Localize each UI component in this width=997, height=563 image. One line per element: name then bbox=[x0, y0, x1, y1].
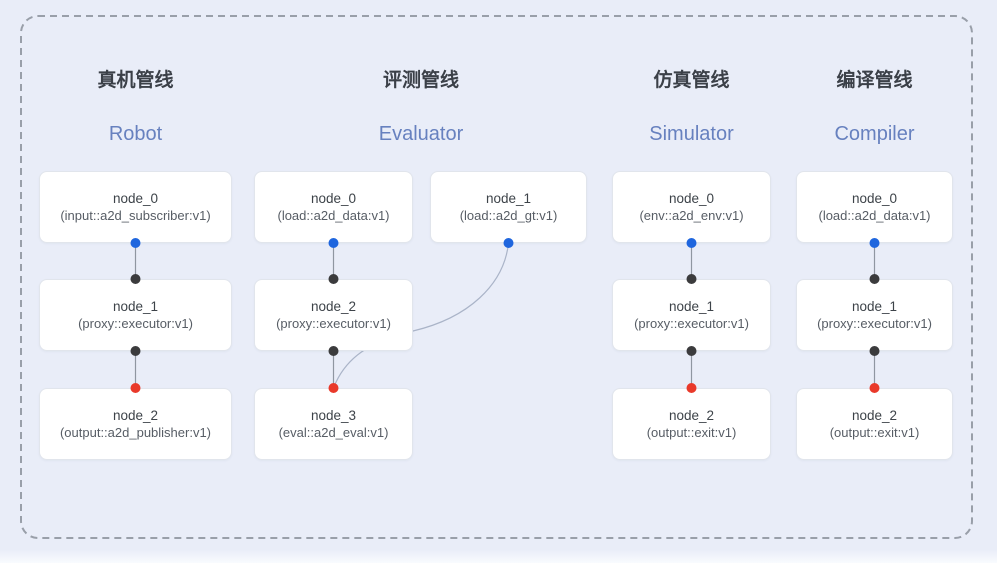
node-name: node_2 bbox=[851, 407, 898, 423]
node-box-simulator-node2: node_2 (output::exit:v1) bbox=[612, 388, 771, 460]
node-name: node_2 bbox=[310, 298, 357, 314]
node-type: (proxy::executor:v1) bbox=[634, 316, 749, 332]
node-type: (load::a2d_data:v1) bbox=[277, 208, 390, 224]
pipeline-title-en-compiler: Compiler bbox=[834, 123, 915, 145]
node-type: (eval::a2d_eval:v1) bbox=[278, 425, 389, 441]
pipeline-title-en-simulator: Simulator bbox=[649, 123, 734, 145]
node-type: (output::a2d_publisher:v1) bbox=[59, 425, 212, 441]
node-type: (proxy::executor:v1) bbox=[817, 316, 932, 332]
node-name: node_1 bbox=[851, 298, 898, 314]
node-name: node_0 bbox=[851, 190, 898, 206]
node-type: (input::a2d_subscriber:v1) bbox=[60, 208, 211, 224]
node-box-simulator-node1: node_1 (proxy::executor:v1) bbox=[612, 279, 771, 351]
node-box-evaluator-node0: node_0 (load::a2d_data:v1) bbox=[254, 171, 413, 243]
node-name: node_0 bbox=[112, 190, 159, 206]
pipeline-title-en-evaluator: Evaluator bbox=[378, 123, 464, 145]
edge-evaluator-1-3-curve bbox=[332, 242, 510, 389]
node-type: (proxy::executor:v1) bbox=[276, 316, 391, 332]
node-name: node_1 bbox=[485, 190, 532, 206]
node-name: node_0 bbox=[310, 190, 357, 206]
node-type: (proxy::executor:v1) bbox=[78, 316, 193, 332]
node-type: (load::a2d_gt:v1) bbox=[459, 208, 558, 224]
node-box-evaluator-node3: node_3 (eval::a2d_eval:v1) bbox=[254, 388, 413, 460]
pipeline-title-zh-evaluator: 评测管线 bbox=[382, 70, 460, 91]
node-name: node_1 bbox=[668, 298, 715, 314]
pipeline-title-en-robot: Robot bbox=[108, 123, 163, 145]
node-name: node_3 bbox=[310, 407, 357, 423]
node-type: (load::a2d_data:v1) bbox=[818, 208, 931, 224]
node-box-compiler-node1: node_1 (proxy::executor:v1) bbox=[796, 279, 953, 351]
node-box-robot-node0: node_0 (input::a2d_subscriber:v1) bbox=[39, 171, 232, 243]
node-name: node_2 bbox=[112, 407, 159, 423]
node-box-compiler-node2: node_2 (output::exit:v1) bbox=[796, 388, 953, 460]
node-type: (output::exit:v1) bbox=[829, 425, 920, 441]
node-name: node_2 bbox=[668, 407, 715, 423]
node-name: node_0 bbox=[668, 190, 715, 206]
node-box-compiler-node0: node_0 (load::a2d_data:v1) bbox=[796, 171, 953, 243]
node-box-robot-node1: node_1 (proxy::executor:v1) bbox=[39, 279, 232, 351]
pipeline-title-zh-simulator: 仿真管线 bbox=[653, 70, 730, 91]
dashed-border bbox=[20, 15, 973, 539]
node-box-simulator-node0: node_0 (env::a2d_env:v1) bbox=[612, 171, 771, 243]
node-type: (output::exit:v1) bbox=[646, 425, 737, 441]
node-box-robot-node2: node_2 (output::a2d_publisher:v1) bbox=[39, 388, 232, 460]
pipeline-title-zh-compiler: 编译管线 bbox=[836, 70, 913, 91]
node-name: node_1 bbox=[112, 298, 159, 314]
node-box-evaluator-node2: node_2 (proxy::executor:v1) bbox=[254, 279, 413, 351]
node-box-evaluator-node1: node_1 (load::a2d_gt:v1) bbox=[430, 171, 587, 243]
node-type: (env::a2d_env:v1) bbox=[639, 208, 744, 224]
pipeline-title-zh-robot: 真机管线 bbox=[97, 70, 174, 91]
